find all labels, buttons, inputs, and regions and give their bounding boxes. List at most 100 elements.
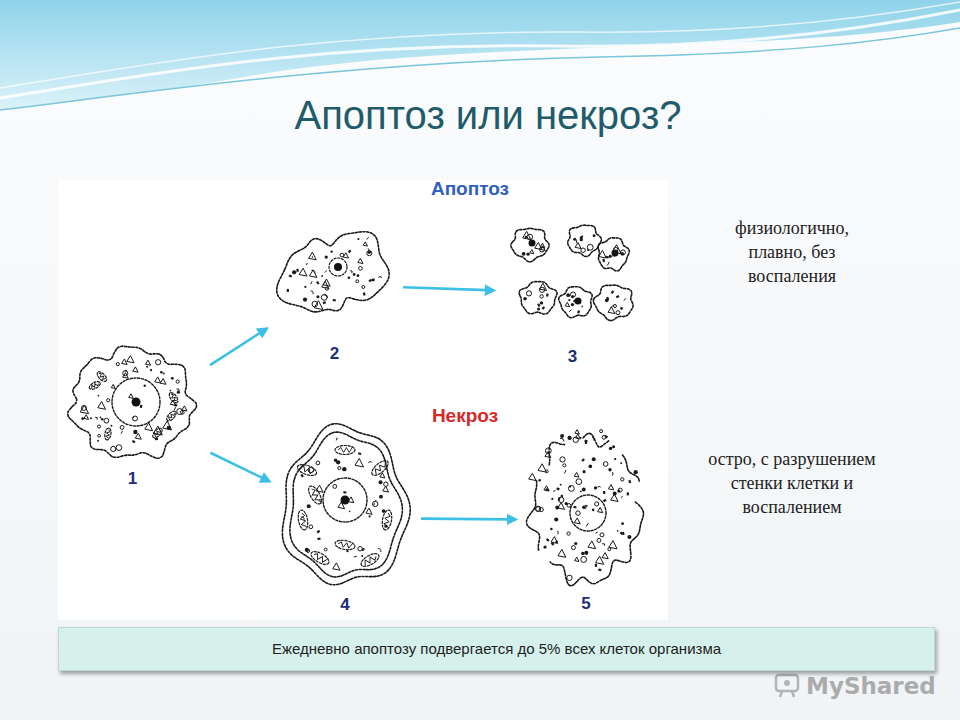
- organelle-dot: [316, 295, 319, 298]
- vesicle: [308, 467, 313, 472]
- organelle-dot: [582, 488, 586, 492]
- cell-figure: 5: [522, 425, 650, 615]
- granule: [155, 438, 158, 440]
- organelle-dot: [587, 249, 589, 251]
- reticulum-fragment: [174, 406, 176, 410]
- vesicle: [107, 399, 110, 402]
- granule: [333, 563, 340, 570]
- granule: [363, 292, 366, 295]
- nucleus: [323, 478, 367, 522]
- granule: [611, 494, 618, 501]
- organelle-dot: [617, 530, 619, 532]
- granule: [296, 269, 299, 272]
- granule: [363, 242, 367, 246]
- ruptured-membrane: [583, 433, 609, 447]
- organelle-dot: [554, 517, 558, 521]
- organelle-dot: [133, 430, 137, 434]
- cell-figure: 1: [60, 340, 205, 490]
- callout-number: 5: [522, 593, 650, 615]
- granule: [323, 279, 330, 286]
- granule: [616, 295, 620, 298]
- cell-membrane: [559, 287, 592, 318]
- granule: [565, 302, 569, 306]
- organelle-dot: [526, 253, 529, 256]
- reticulum-fragment: [560, 438, 564, 441]
- granule: [348, 250, 351, 254]
- granule: [598, 568, 601, 571]
- side-note: остро, с разрушением стенки клетки и вос…: [697, 447, 887, 519]
- organelle-dot: [605, 298, 609, 302]
- granule: [289, 274, 293, 277]
- organelle-dot: [379, 495, 383, 499]
- organelle-dot: [357, 274, 360, 277]
- granule: [620, 531, 624, 535]
- vesicle: [325, 287, 328, 290]
- organelle-dot: [361, 555, 363, 557]
- callout-number: 1: [60, 468, 205, 490]
- granule: [80, 405, 88, 413]
- organelle-dot: [612, 445, 615, 448]
- organelle-dot: [567, 436, 571, 440]
- organelle-dot: [594, 486, 597, 489]
- granule: [361, 548, 365, 552]
- granule: [135, 433, 141, 439]
- reticulum-fragment: [607, 262, 609, 266]
- apoptotic-body: [593, 285, 633, 321]
- organelle-dot: [537, 308, 540, 311]
- reticulum-fragment: [121, 431, 122, 434]
- organelle-dot: [561, 495, 563, 497]
- reticulum-fragment: [311, 281, 313, 284]
- granule: [573, 506, 576, 509]
- organelle-dot: [342, 467, 346, 471]
- vesicle: [324, 548, 327, 551]
- organelle-dot: [565, 502, 568, 505]
- reticulum-fragment: [612, 472, 613, 475]
- granule: [314, 301, 323, 310]
- vesicle: [111, 446, 116, 451]
- cell-parts: [282, 424, 410, 585]
- cell-membrane: [568, 225, 602, 256]
- vesicle: [614, 247, 618, 251]
- granule: [573, 300, 577, 303]
- granule: [574, 472, 579, 477]
- reticulum-fragment: [177, 389, 180, 391]
- organelle-dot: [110, 425, 112, 427]
- granule: [163, 421, 172, 430]
- cell-figure: 2: [272, 205, 397, 365]
- organelle-dot: [348, 276, 351, 279]
- granule: [122, 359, 128, 365]
- organelle-dot: [357, 238, 359, 240]
- granule: [627, 492, 630, 495]
- organelle-dot: [569, 486, 571, 488]
- organelle-dot: [305, 548, 309, 552]
- vesicle: [571, 546, 575, 550]
- vesicle: [600, 533, 604, 537]
- reticulum-fragment: [132, 417, 134, 419]
- vesicle: [558, 497, 563, 502]
- granule: [111, 384, 115, 388]
- process-arrow: [403, 287, 494, 290]
- vesicle: [123, 371, 128, 376]
- vesicle: [356, 280, 359, 283]
- reticulum-fragment: [596, 532, 598, 533]
- side-note-text: остро, с разрушением стенки клетки и вос…: [697, 447, 887, 519]
- granule: [598, 507, 603, 512]
- granule: [599, 250, 607, 258]
- vesicle: [560, 457, 565, 462]
- organelle-dot: [349, 511, 351, 513]
- header-streak: [0, 2, 960, 88]
- cell-drawing: [522, 425, 650, 593]
- cell-parts: [277, 232, 389, 312]
- granule: [588, 541, 596, 549]
- watermark-icon: [776, 675, 798, 697]
- reticulum-fragment: [311, 270, 314, 273]
- ruptured-membrane: [622, 455, 639, 482]
- ruptured-membrane: [526, 509, 539, 550]
- reticulum-fragment: [311, 291, 314, 294]
- vesicle: [176, 380, 179, 383]
- organelle-dot: [550, 528, 553, 531]
- vesicle: [618, 488, 622, 492]
- vesicle: [81, 405, 86, 410]
- ruptured-membrane: [534, 480, 537, 509]
- reticulum-fragment: [602, 544, 605, 546]
